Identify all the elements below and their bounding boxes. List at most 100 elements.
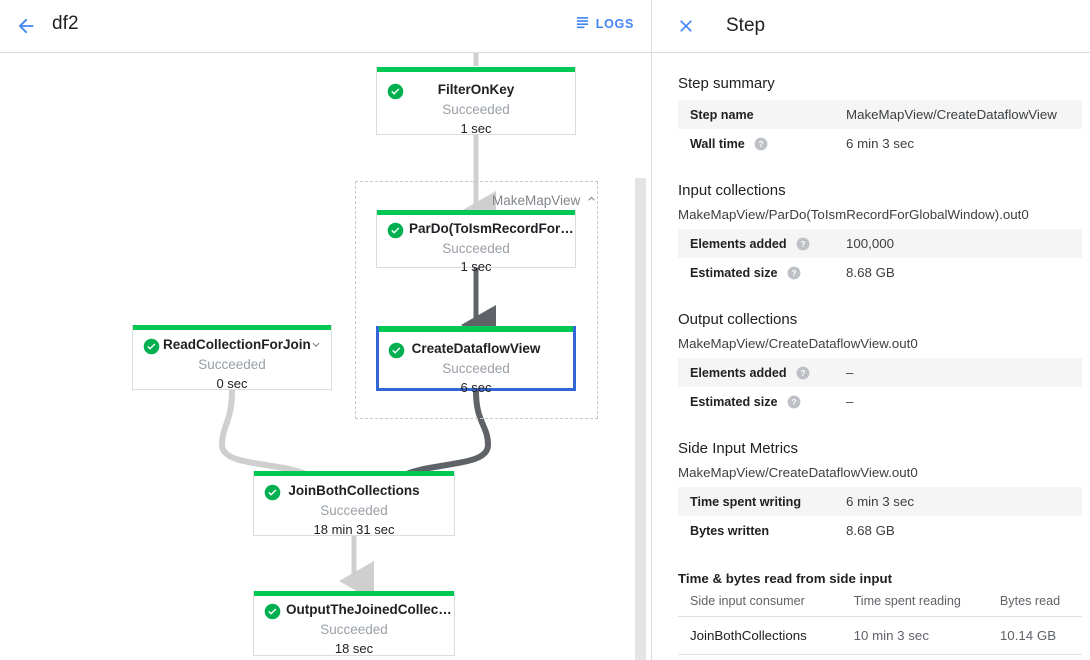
chevron-down-icon[interactable] xyxy=(309,338,323,352)
step-detail-body: Step summary Step name MakeMapView/Creat… xyxy=(652,53,1090,660)
side-input-reads-table: Side input consumer Time spent reading B… xyxy=(678,590,1082,655)
table-row: Time spent writing 6 min 3 sec xyxy=(678,487,1082,516)
step-summary-table: Step name MakeMapView/CreateDataflowView… xyxy=(678,100,1082,158)
check-circle-icon xyxy=(387,222,404,239)
column-header-consumer: Side input consumer xyxy=(678,590,854,617)
table-header-row: Side input consumer Time spent reading B… xyxy=(678,590,1082,617)
side-input-reads-heading: Time & bytes read from side input xyxy=(678,571,893,586)
graph-node-read-collection-for-join[interactable]: ReadCollectionForJoin Succeeded 0 sec xyxy=(132,325,332,391)
check-circle-icon xyxy=(387,83,404,100)
help-icon[interactable]: ? xyxy=(787,266,801,280)
node-status: Succeeded xyxy=(198,357,266,372)
graph-edges xyxy=(218,53,496,601)
group-label-makemapview[interactable]: MakeMapView xyxy=(492,192,598,208)
node-time: 1 sec xyxy=(460,259,492,274)
node-time: 0 sec xyxy=(216,376,248,391)
row-key: Estimated size ? xyxy=(678,387,846,416)
arrow-back-icon[interactable] xyxy=(12,12,40,40)
row-key-label: Elements added xyxy=(690,365,787,380)
row-value: – xyxy=(846,394,854,409)
graph-node-create-dataflow-view[interactable]: CreateDataflowView Succeeded 6 sec xyxy=(376,326,576,395)
column-header-time: Time spent reading xyxy=(853,590,1000,617)
row-value: 100,000 xyxy=(846,236,895,251)
table-row: Elements added ? – xyxy=(678,358,1082,387)
step-detail-header: Step xyxy=(652,0,1090,53)
node-time: 18 min 31 sec xyxy=(313,522,395,537)
help-icon[interactable]: ? xyxy=(754,137,768,151)
top-app-bar: df2 LOGS xyxy=(0,0,652,53)
side-input-metrics-heading: Side Input Metrics xyxy=(678,440,799,457)
chevron-up-icon[interactable] xyxy=(585,192,598,208)
row-value: 8.68 GB xyxy=(846,265,895,280)
row-value: – xyxy=(846,365,854,380)
graph-scrollbar-thumb[interactable] xyxy=(635,178,646,660)
row-key-label: Estimated size xyxy=(690,394,778,409)
graph-node-pardo-toismrecordfor[interactable]: ParDo(ToIsmRecordFor… Succeeded 1 sec xyxy=(376,210,576,274)
check-circle-icon xyxy=(143,338,160,355)
node-status: Succeeded xyxy=(442,102,510,117)
help-icon[interactable]: ? xyxy=(796,237,810,251)
node-time: 18 sec xyxy=(334,641,374,656)
page-title: df2 xyxy=(52,13,79,34)
table-row: Bytes written 8.68 GB xyxy=(678,516,1082,545)
help-icon[interactable]: ? xyxy=(787,395,801,409)
output-collections-heading: Output collections xyxy=(678,311,798,328)
row-key: Time spent writing xyxy=(690,494,802,509)
column-header-bytes: Bytes read xyxy=(999,590,1082,617)
job-graph-canvas[interactable]: MakeMapView FilterOnKey Succeeded xyxy=(0,53,652,660)
graph-node-output-the-joined-collection[interactable]: OutputTheJoinedCollec… Succeeded 18 sec xyxy=(253,591,455,656)
svg-text:?: ? xyxy=(759,139,764,148)
node-title: CreateDataflowView xyxy=(411,341,541,356)
cell-time: 10 min 3 sec xyxy=(853,616,1000,655)
job-graph-panel: df2 LOGS xyxy=(0,0,652,660)
row-key: Wall time ? xyxy=(678,129,846,158)
table-row: Elements added ? 100,000 xyxy=(678,229,1082,258)
row-key: Bytes written xyxy=(690,523,770,538)
row-key-label: Wall time xyxy=(690,136,745,151)
logs-button[interactable]: LOGS xyxy=(575,14,634,34)
check-circle-icon xyxy=(264,484,281,501)
svg-text:?: ? xyxy=(801,368,806,377)
check-circle-icon xyxy=(264,603,281,620)
row-value: 6 min 3 sec xyxy=(846,494,914,509)
step-summary-heading: Step summary xyxy=(678,75,775,92)
side-input-collection-name: MakeMapView/CreateDataflowView.out0 xyxy=(678,465,918,480)
node-status: Succeeded xyxy=(442,241,510,256)
row-key-label: Estimated size xyxy=(690,265,778,280)
logs-label: LOGS xyxy=(595,17,634,31)
input-collection-name: MakeMapView/ParDo(ToIsmRecordForGlobalWi… xyxy=(678,207,1029,222)
node-status-bar xyxy=(379,326,573,332)
graph-node-join-both-collections[interactable]: JoinBothCollections Succeeded 18 min 31 … xyxy=(253,471,455,537)
row-key: Elements added ? xyxy=(678,358,846,387)
node-status: Succeeded xyxy=(320,503,388,518)
row-value: MakeMapView/CreateDataflowView xyxy=(846,107,1057,122)
table-row: Estimated size ? 8.68 GB xyxy=(678,258,1082,287)
node-title: OutputTheJoinedCollec… xyxy=(286,602,452,617)
node-title: ParDo(ToIsmRecordFor… xyxy=(409,221,574,236)
input-collections-table: Elements added ? 100,000 Estimated size xyxy=(678,229,1082,287)
graph-node-filter-on-key[interactable]: FilterOnKey Succeeded 1 sec xyxy=(376,67,576,136)
node-time: 6 sec xyxy=(460,380,492,395)
row-value: 8.68 GB xyxy=(846,523,895,538)
table-row: JoinBothCollections 10 min 3 sec 10.14 G… xyxy=(678,616,1082,655)
row-key-label: Elements added xyxy=(690,236,787,251)
step-detail-panel: Step Step summary Step name MakeMapView/… xyxy=(652,0,1090,660)
help-icon[interactable]: ? xyxy=(796,366,810,380)
row-key: Step name xyxy=(690,107,754,122)
output-collections-table: Elements added ? – Estimated size xyxy=(678,358,1082,416)
cell-consumer: JoinBothCollections xyxy=(678,616,854,655)
node-status-bar xyxy=(377,67,575,72)
cell-bytes: 10.14 GB xyxy=(999,616,1082,655)
group-box-makemapview[interactable] xyxy=(355,181,598,419)
row-key: Estimated size ? xyxy=(678,258,846,287)
side-input-metrics-table: Time spent writing 6 min 3 sec Bytes wri… xyxy=(678,487,1082,545)
row-value: 6 min 3 sec xyxy=(846,136,914,151)
node-time: 1 sec xyxy=(460,121,492,136)
node-status-bar xyxy=(254,591,454,596)
panel-divider xyxy=(651,0,652,660)
node-title: FilterOnKey xyxy=(437,82,515,97)
check-circle-icon xyxy=(388,342,405,359)
close-icon[interactable] xyxy=(674,14,698,38)
table-row: Step name MakeMapView/CreateDataflowView xyxy=(678,100,1082,129)
